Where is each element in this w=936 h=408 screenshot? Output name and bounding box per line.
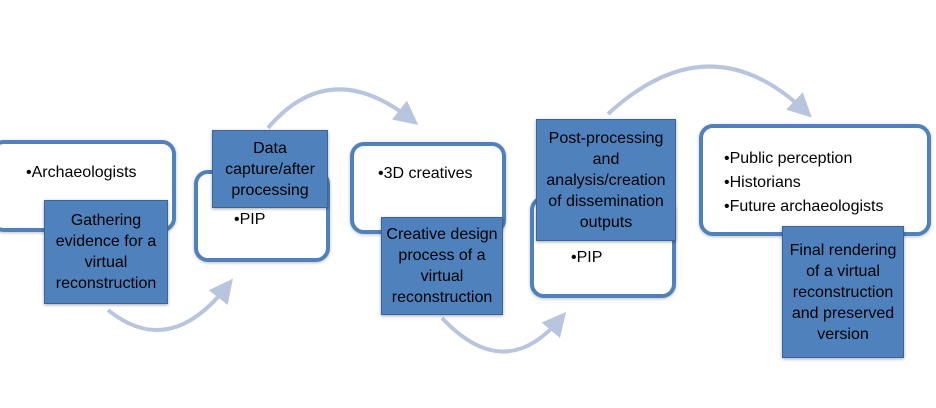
stage-4-participants: PIP [571, 246, 603, 270]
bullet-item: Public perception [724, 147, 883, 171]
curved-arrow-icon [440, 311, 567, 354]
stage-3-label: Creative design process of a virtual rec… [386, 226, 498, 306]
stage-3-participants: 3D creatives [378, 162, 473, 186]
curved-arrow-icon [606, 64, 812, 118]
stage-4-box: Post-processing and analysis/creation of… [536, 119, 676, 241]
stage-5-participants: Public perception Historians Future arch… [724, 147, 884, 219]
curved-arrow-icon [266, 87, 419, 130]
bullet-item: PIP [234, 208, 266, 232]
stage-1-label: Gathering evidence for a virtual reconst… [55, 212, 157, 292]
stage-5-box: Final rendering of a virtual reconstruct… [782, 226, 904, 358]
stage-2-label: Data capture/after processing [225, 139, 315, 199]
curved-arrow-icon [106, 278, 233, 332]
stage-3-box: Creative design process of a virtual rec… [381, 217, 503, 315]
bullet-item: Archaeologists [26, 161, 137, 185]
bullet-item: Future archaeologists [724, 195, 884, 219]
bullet-item: 3D creatives [378, 162, 473, 186]
stage-4-label: Post-processing and analysis/creation of… [546, 129, 666, 231]
bullet-item: PIP [571, 246, 603, 270]
stage-5-label: Final rendering of a virtual reconstruct… [789, 241, 897, 343]
stage-2-participants: PIP [234, 208, 266, 232]
stage-1-participants: Archaeologists [26, 161, 137, 185]
stage-1-box: Gathering evidence for a virtual reconst… [44, 200, 168, 304]
bullet-item: Historians [724, 171, 883, 195]
stage-2-box: Data capture/after processing [212, 130, 328, 208]
